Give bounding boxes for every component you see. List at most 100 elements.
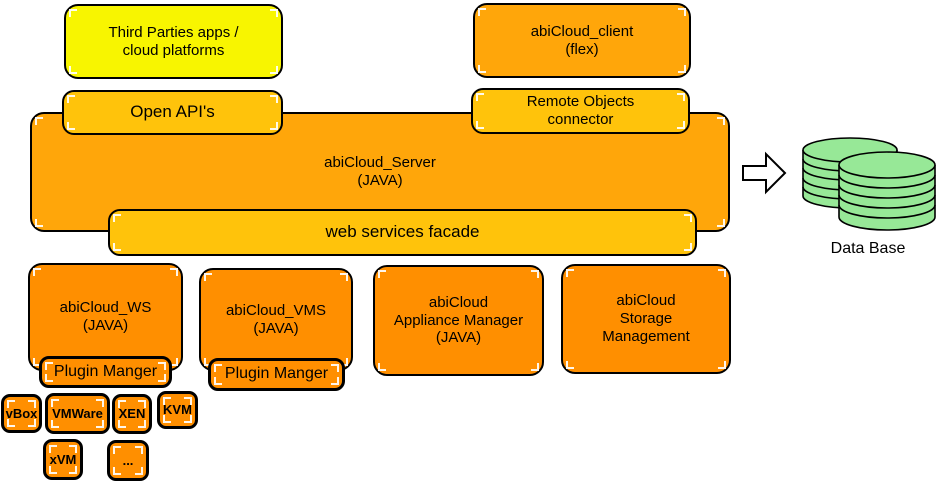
database-label: Data Base (830, 240, 906, 257)
box-web-services-facade: web services facade (108, 209, 697, 256)
corner-mark (478, 65, 486, 73)
corner-mark (113, 446, 121, 454)
box-plugin-manager-vms: Plugin Manger (208, 358, 345, 391)
corner-mark (69, 66, 77, 74)
hypervisor-kvm-label: KVM (163, 402, 192, 418)
corner-mark (135, 446, 143, 454)
corner-mark (163, 397, 171, 405)
corner-mark (531, 363, 539, 371)
corner-mark (45, 362, 53, 370)
corner-mark (28, 419, 36, 427)
corner-mark (170, 358, 178, 366)
open-apis-label: Open API's (130, 102, 215, 122)
corner-mark (7, 400, 15, 408)
corner-mark (33, 268, 41, 276)
box-appliance-manager: abiCloud Appliance Manager (JAVA) (373, 265, 544, 376)
corner-mark (476, 93, 484, 101)
corner-mark (113, 243, 121, 251)
hypervisor-xen-label: XEN (118, 406, 146, 422)
corner-mark (113, 467, 121, 475)
corner-mark (677, 121, 685, 129)
box-hypervisor-more: ... (107, 440, 149, 481)
corner-mark (67, 95, 75, 103)
box-hypervisor-vbox: vBox (1, 394, 42, 433)
box-abicloud-ws: abiCloud_WS (JAVA) (28, 263, 183, 371)
corner-mark (33, 358, 41, 366)
corner-mark (96, 399, 104, 407)
corner-mark (51, 420, 59, 428)
box-hypervisor-kvm: KVM (157, 391, 198, 429)
corner-mark (69, 466, 77, 474)
corner-mark (49, 466, 57, 474)
corner-mark (69, 445, 77, 453)
abicloud-vms-label: abiCloud_VMS (JAVA) (225, 301, 327, 337)
corner-mark (138, 400, 146, 408)
corner-mark (135, 467, 143, 475)
corner-mark (678, 8, 686, 16)
corner-mark (684, 243, 692, 251)
corner-mark (478, 8, 486, 16)
corner-mark (718, 361, 726, 369)
third-parties-apps-label: Third Parties apps / cloud platforms (108, 23, 239, 59)
corner-mark (677, 93, 685, 101)
corner-mark (118, 420, 126, 428)
plugin-manager-vms-label: Plugin Manger (224, 365, 329, 383)
storage-management-label: abiCloud Storage Management (602, 292, 690, 345)
box-third-parties-apps: Third Parties apps / cloud platforms (64, 4, 283, 79)
abicloud-ws-label: abiCloud_WS (JAVA) (59, 299, 152, 334)
corner-mark (45, 374, 53, 382)
box-storage-management: abiCloud Storage Management (561, 264, 731, 374)
box-abicloud-client: abiCloud_client (flex) (473, 3, 691, 78)
corner-mark (170, 268, 178, 276)
plugin-manager-ws-label: Plugin Manger (53, 362, 158, 380)
corner-mark (718, 269, 726, 277)
corner-mark (270, 95, 278, 103)
corner-mark (270, 9, 278, 17)
appliance-manager-label: abiCloud Appliance Manager (JAVA) (393, 293, 524, 347)
corner-mark (138, 420, 146, 428)
abicloud-server-label: abiCloud_Server (JAVA) (324, 154, 436, 189)
corner-mark (67, 122, 75, 130)
corner-mark (331, 377, 339, 385)
remote-objects-connector-label: Remote Objects connector (526, 93, 635, 128)
corner-mark (378, 270, 386, 278)
corner-mark (51, 399, 59, 407)
corner-mark (531, 270, 539, 278)
corner-mark (476, 121, 484, 129)
corner-mark (49, 445, 57, 453)
database-front-stack (838, 151, 936, 231)
box-hypervisor-vmware: VMWare (45, 393, 110, 434)
hypervisor-more-label: ... (122, 452, 134, 468)
corner-mark (7, 419, 15, 427)
hypervisor-xvm-label: xVM (49, 451, 77, 467)
box-abicloud-vms: abiCloud_VMS (JAVA) (199, 268, 353, 371)
box-open-apis: Open API's (62, 90, 283, 135)
corner-mark (270, 122, 278, 130)
corner-mark (28, 400, 36, 408)
box-hypervisor-xen: XEN (112, 394, 152, 434)
box-remote-objects-connector: Remote Objects connector (471, 88, 690, 134)
corner-mark (378, 363, 386, 371)
abicloud-client-label: abiCloud_client (flex) (530, 22, 634, 58)
corner-mark (717, 219, 725, 227)
corner-mark (35, 117, 43, 125)
corner-mark (678, 65, 686, 73)
corner-mark (184, 415, 192, 423)
box-hypervisor-xvm: xVM (43, 439, 83, 480)
corner-mark (566, 361, 574, 369)
hypervisor-vmware-label: VMWare (52, 405, 103, 421)
corner-mark (340, 273, 348, 281)
web-services-facade-label: web services facade (325, 222, 480, 242)
corner-mark (118, 400, 126, 408)
corner-mark (35, 219, 43, 227)
corner-mark (96, 420, 104, 428)
corner-mark (270, 66, 278, 74)
corner-mark (163, 415, 171, 423)
corner-mark (566, 269, 574, 277)
right-arrow-icon (742, 151, 787, 195)
corner-mark (214, 364, 222, 372)
corner-mark (214, 377, 222, 385)
corner-mark (69, 9, 77, 17)
corner-mark (158, 362, 166, 370)
